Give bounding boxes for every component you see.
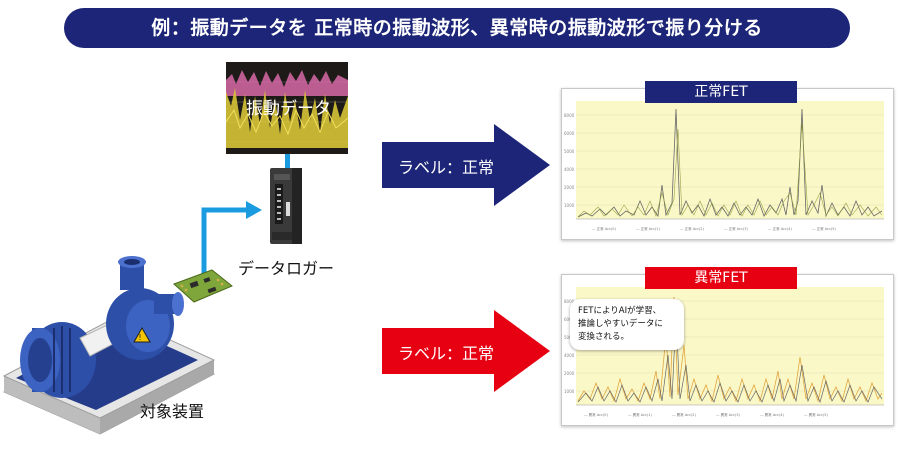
svg-text:— 異常 Acc(5): — 異常 Acc(5) (804, 412, 828, 417)
svg-text:!: ! (138, 333, 141, 342)
normal-arrow-label: ラベル：正常 (398, 158, 495, 177)
svg-text:— 異常 Acc(4): — 異常 Acc(4) (760, 412, 784, 417)
svg-text:— 異常 Acc(3): — 異常 Acc(3) (716, 412, 740, 417)
svg-text:— 正常 Acc(0): — 正常 Acc(0) (592, 226, 616, 231)
abnormal-fet-title: 異常FET (645, 267, 797, 289)
normal-fet-plot: 8000 6000 5000 4000 2000 1000 — 正常 Acc(0) — 正… (564, 101, 884, 231)
svg-text:— 異常 Acc(1): — 異常 Acc(1) (628, 412, 652, 417)
svg-text:6000: 6000 (564, 131, 575, 136)
equipment-label: 対象装置 (140, 402, 205, 421)
svg-text:5000: 5000 (564, 149, 575, 154)
normal-label-arrow (382, 124, 550, 206)
vibration-waveform-graphic (226, 62, 348, 154)
abnormal-arrow-label: ラベル：正常 (398, 344, 495, 363)
fet-explanation-callout: FETによりAIが学習、 推論しやすいデータに 変換される。 (570, 299, 684, 350)
svg-text:5000: 5000 (564, 335, 575, 340)
svg-text:— 正常 Acc(4): — 正常 Acc(4) (768, 226, 792, 231)
svg-text:6000: 6000 (564, 317, 575, 322)
svg-text:— 正常 Acc(3): — 正常 Acc(3) (724, 226, 748, 231)
sensor-to-logger-connector (201, 201, 262, 282)
title-banner: 例：振動データを 正常時の振動波形、異常時の振動波形で振り分ける (64, 8, 850, 48)
svg-text:— 異常 Acc(0): — 異常 Acc(0) (584, 412, 608, 417)
svg-text:— 正常 Acc(5): — 正常 Acc(5) (812, 226, 836, 231)
data-logger-label: データロガー (238, 259, 335, 278)
svg-text:1000: 1000 (564, 203, 575, 208)
normal-fet-chart: 8000 6000 5000 4000 2000 1000 — 正常 Acc(0) — 正… (561, 81, 894, 240)
abnormal-fet-plot: 8000 6000 5000 4000 2000 1000 — 異常 Acc(0) — 異… (564, 287, 884, 417)
svg-text:8000: 8000 (564, 113, 575, 118)
svg-text:2000: 2000 (564, 371, 575, 376)
svg-text:— 正常 Acc(2): — 正常 Acc(2) (680, 226, 704, 231)
image-to-logger-connector (285, 154, 290, 170)
sensor-board (173, 269, 233, 303)
data-logger-device (266, 168, 306, 246)
svg-text:— 異常 Acc(2): — 異常 Acc(2) (672, 412, 696, 417)
vibration-data-caption: 振動データ (246, 99, 331, 119)
abnormal-label-arrow (382, 310, 550, 392)
svg-text:8000: 8000 (564, 299, 575, 304)
abnormal-fet-chart: 8000 6000 5000 4000 2000 1000 — 異常 Acc(0) — 異… (561, 267, 894, 426)
svg-text:— 正常 Acc(1): — 正常 Acc(1) (636, 226, 660, 231)
pump-equipment: ! (2, 256, 216, 435)
vibration-data-image: 振動データ (226, 62, 348, 154)
svg-text:4000: 4000 (564, 353, 575, 358)
svg-text:4000: 4000 (564, 167, 575, 172)
normal-fet-title: 正常FET (645, 81, 797, 103)
svg-text:1000: 1000 (564, 389, 575, 394)
svg-text:2000: 2000 (564, 185, 575, 190)
